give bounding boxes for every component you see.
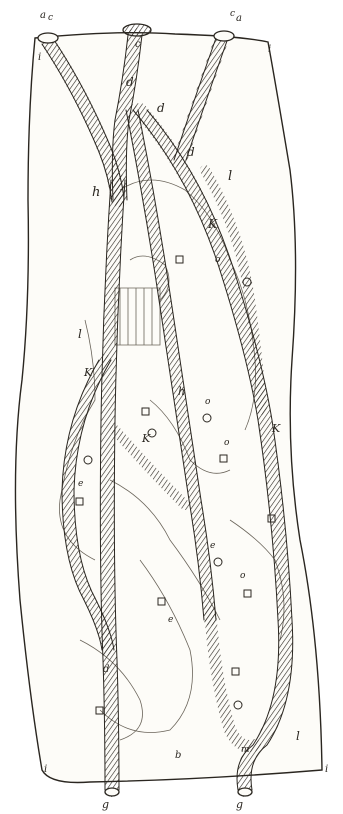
label-tr2: a — [236, 13, 242, 24]
label-tr1: c — [230, 9, 235, 19]
label-g-left: g — [102, 798, 109, 811]
label-d3: d — [187, 145, 195, 159]
label-l-left: l — [78, 327, 82, 341]
label-k2: K — [83, 366, 93, 379]
label-t-left: i — [38, 52, 41, 63]
label-k4: K — [271, 422, 281, 435]
label-m-bottom: m — [241, 745, 250, 755]
label-i-bl: i — [44, 764, 47, 775]
label-tc: c — [135, 39, 141, 50]
label-h-mid: h — [178, 385, 185, 398]
label-o1: o — [215, 255, 221, 265]
label-tl2: c — [48, 13, 53, 23]
label-d2: d — [157, 101, 165, 115]
label-i-br: i — [325, 764, 328, 775]
label-o4: o — [240, 571, 246, 581]
label-k3: K — [141, 432, 151, 445]
label-b-bottom: b — [175, 750, 181, 761]
label-h-left: h — [92, 185, 100, 200]
label-tl1: a — [40, 10, 46, 21]
label-l-bottom-right: l — [296, 729, 300, 743]
label-o3: o — [224, 438, 230, 448]
label-e1: e — [78, 479, 83, 489]
label-t-right: i — [268, 44, 271, 55]
label-e2: e — [210, 541, 215, 551]
label-l-right: l — [228, 169, 232, 184]
label-o2: o — [205, 397, 211, 407]
label-g-right: g — [236, 798, 243, 811]
label-d4: d — [103, 664, 109, 675]
label-k1: K — [207, 217, 218, 231]
label-d1: d — [126, 75, 134, 89]
label-e3: e — [168, 615, 173, 625]
